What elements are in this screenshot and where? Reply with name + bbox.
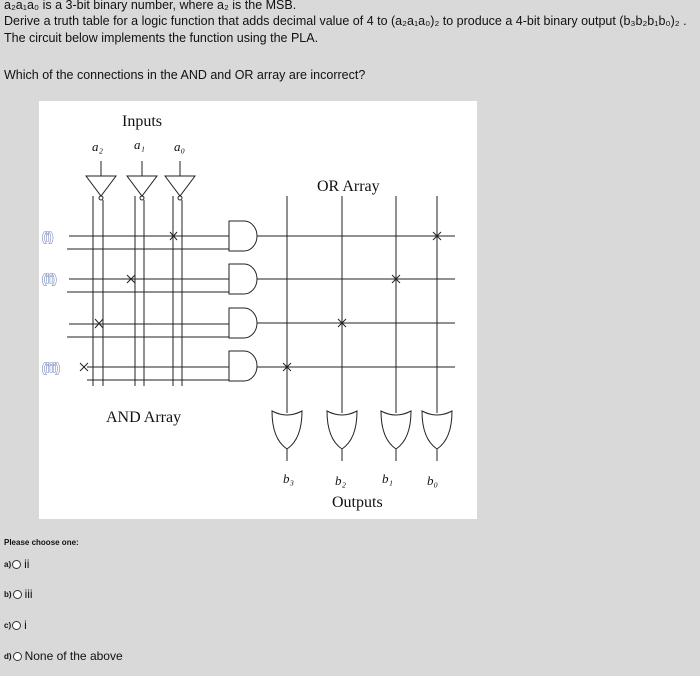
or-array-vertical-lines (286, 196, 438, 413)
option-a[interactable]: a) ii (4, 557, 29, 571)
radio-button[interactable] (12, 589, 22, 599)
or-connection-mark (391, 274, 401, 284)
and-connection-mark (169, 231, 178, 241)
question-line-2: Derive a truth table for a logic functio… (4, 14, 687, 28)
and-connection-mark (79, 362, 89, 372)
radio-button[interactable] (12, 651, 22, 661)
option-letter: a) (4, 559, 12, 569)
or-connection-mark (337, 318, 347, 328)
option-d[interactable]: d) None of the above (4, 649, 123, 663)
option-letter: b) (4, 589, 12, 599)
and-gates (228, 220, 258, 382)
input-label-a2: a₂ (92, 139, 104, 154)
option-label[interactable]: ii (24, 557, 30, 571)
and-array-label: AND Array (106, 409, 181, 426)
option-letter: c) (4, 620, 12, 630)
output-label-b0: b₀ (427, 473, 438, 488)
or-connection-mark (282, 362, 292, 372)
option-label[interactable]: None of the above (24, 649, 123, 663)
option-c[interactable]: c) i (4, 618, 27, 632)
option-label[interactable]: i (24, 618, 27, 632)
and-connection-mark (94, 318, 104, 329)
output-label-b2: b₂ (335, 473, 347, 488)
outputs-title: Outputs (332, 494, 383, 511)
pla-diagram: Inputs a₂ a₁ a₀ OR Array AND Array (i) (… (39, 101, 477, 519)
pla-circuit-svg: Inputs a₂ a₁ a₀ OR Array AND Array (i) (… (41, 113, 455, 511)
output-label-b3: b₃ (283, 471, 294, 486)
radio-button[interactable] (12, 559, 22, 569)
question-line-4: Which of the connections in the AND and … (4, 68, 366, 82)
and-connection-mark (126, 274, 136, 284)
connection-marks (79, 231, 442, 372)
row-label-ii: (ii) (42, 272, 57, 286)
input-label-a1: a₁ (134, 137, 145, 152)
or-gates (271, 410, 453, 461)
row-label-iii: (iii) (42, 361, 60, 375)
input-buffer-a2 (85, 161, 117, 201)
input-buffer-a0 (164, 161, 196, 201)
option-letter: d) (4, 651, 12, 661)
and-array-vertical-lines (92, 196, 183, 386)
option-b[interactable]: b) iii (4, 587, 33, 601)
or-array-horizontal-lines (257, 235, 455, 368)
product-term-lines (67, 235, 229, 381)
or-connection-mark (432, 231, 442, 241)
option-label[interactable]: iii (24, 587, 33, 601)
row-label-i: (i) (42, 230, 53, 244)
or-array-label: OR Array (317, 178, 380, 195)
question-line-1: a₂a₁a₀ is a 3-bit binary number, where a… (4, 0, 296, 13)
question-line-3: The circuit below implements the functio… (4, 31, 319, 45)
input-buffer-a1 (126, 161, 158, 201)
output-label-b1: b₁ (382, 471, 393, 486)
question-line-1-text: is a 3-bit binary number, where a₂ is th… (39, 0, 297, 12)
choose-prompt: Please choose one: (4, 538, 79, 547)
question-variables: a₂a₁a₀ (4, 0, 40, 12)
radio-button[interactable] (12, 620, 22, 630)
input-label-a0: a₀ (174, 139, 185, 154)
inputs-title: Inputs (122, 113, 162, 130)
